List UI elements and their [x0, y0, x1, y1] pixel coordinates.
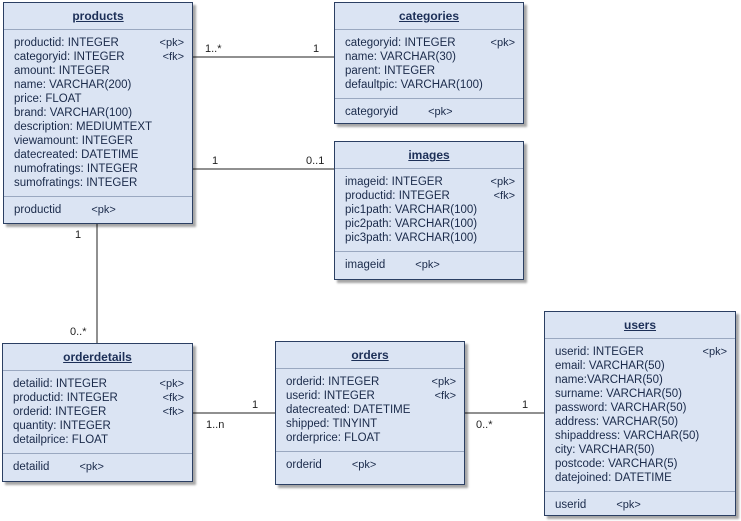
attribute-row: password: VARCHAR(50): [555, 402, 687, 414]
attribute-row: userid: INTEGER<pk>: [555, 346, 727, 358]
cardinality-orderdetails-orders-to: 1: [252, 399, 259, 411]
attribute-row: orderprice: FLOAT: [286, 432, 381, 444]
cardinality-products-categories-to: 1: [313, 43, 320, 55]
attribute-row: amount: INTEGER: [14, 65, 110, 77]
attribute-row: categoryid: INTEGER<pk>: [345, 37, 515, 49]
attribute-row: city: VARCHAR(50): [555, 444, 655, 456]
attribute-row: datejoined: DATETIME: [555, 472, 672, 484]
attribute-row: postcode: VARCHAR(5): [555, 458, 678, 470]
attribute-row: shipped: TINYINT: [286, 418, 378, 430]
cardinality-orders-users-to: 1: [522, 399, 529, 411]
attribute-list: categoryid: INTEGER<pk> name: VARCHAR(30…: [335, 30, 523, 99]
attribute-row: pic2path: VARCHAR(100): [345, 218, 478, 230]
attribute-row: defaultpic: VARCHAR(100): [345, 79, 483, 91]
attribute-list: detailid: INTEGER<pk> productid: INTEGER…: [3, 371, 192, 454]
entity-key-footer: productid<pk>: [14, 204, 116, 216]
attribute-row: parent: INTEGER: [345, 65, 436, 77]
entity-images[interactable]: images imageid: INTEGER<pk> productid: I…: [334, 141, 524, 280]
attribute-row: datecreated: DATETIME: [14, 149, 139, 161]
entity-key-footer: categoryid<pk>: [345, 106, 453, 118]
attribute-row: pic3path: VARCHAR(100): [345, 232, 478, 244]
cardinality-products-orderdetails-from: 1: [75, 229, 82, 241]
attribute-row: orderid: INTEGER<fk>: [13, 406, 184, 418]
entity-orderdetails[interactable]: orderdetails detailid: INTEGER<pk> produ…: [2, 343, 193, 482]
attribute-row: quantity: INTEGER: [13, 420, 111, 432]
entity-users[interactable]: users userid: INTEGER<pk> email: VARCHAR…: [544, 311, 736, 516]
entity-title: images: [335, 142, 523, 169]
attribute-row: name: VARCHAR(30): [345, 51, 456, 63]
entity-products[interactable]: products productid: INTEGER<pk> category…: [3, 2, 193, 224]
attribute-row: sumofratings: INTEGER: [14, 177, 138, 189]
attribute-row: userid: INTEGER<fk>: [286, 390, 456, 402]
attribute-row: pic1path: VARCHAR(100): [345, 204, 478, 216]
attribute-row: name:VARCHAR(50): [555, 374, 663, 386]
entity-title: orders: [276, 342, 464, 369]
cardinality-products-categories-from: 1..*: [205, 43, 222, 55]
entity-key-footer: userid<pk>: [555, 499, 641, 511]
entity-orders[interactable]: orders orderid: INTEGER<pk> userid: INTE…: [275, 341, 465, 485]
attribute-row: productid: INTEGER<fk>: [13, 392, 184, 404]
entity-title: users: [545, 312, 735, 339]
cardinality-products-images-from: 1: [212, 155, 219, 167]
attribute-row: address: VARCHAR(50): [555, 416, 679, 428]
attribute-list: imageid: INTEGER<pk> productid: INTEGER<…: [335, 169, 523, 252]
entity-key-footer: detailid<pk>: [13, 461, 104, 473]
attribute-row: shipaddress: VARCHAR(50): [555, 430, 700, 442]
entity-title: products: [4, 3, 192, 30]
attribute-row: detailprice: FLOAT: [13, 434, 109, 446]
attribute-row: productid: INTEGER<fk>: [345, 190, 515, 202]
attribute-row: description: MEDIUMTEXT: [14, 121, 153, 133]
attribute-row: viewamount: INTEGER: [14, 135, 133, 147]
attribute-row: price: FLOAT: [14, 93, 82, 105]
attribute-row: name: VARCHAR(200): [14, 79, 132, 91]
attribute-list: orderid: INTEGER<pk> userid: INTEGER<fk>…: [276, 369, 464, 452]
attribute-row: brand: VARCHAR(100): [14, 107, 133, 119]
attribute-row: categoryid: INTEGER<fk>: [14, 51, 184, 63]
attribute-list: userid: INTEGER<pk> email: VARCHAR(50) n…: [545, 339, 735, 492]
attribute-row: surname: VARCHAR(50): [555, 388, 682, 400]
cardinality-orders-users-from: 0..*: [476, 419, 493, 431]
attribute-row: email: VARCHAR(50): [555, 360, 665, 372]
attribute-row: datecreated: DATETIME: [286, 404, 411, 416]
entity-title: orderdetails: [3, 344, 192, 371]
attribute-row: imageid: INTEGER<pk>: [345, 176, 515, 188]
entity-key-footer: imageid<pk>: [345, 259, 440, 271]
attribute-row: productid: INTEGER<pk>: [14, 37, 184, 49]
attribute-row: numofratings: INTEGER: [14, 163, 138, 175]
attribute-row: detailid: INTEGER<pk>: [13, 378, 184, 390]
cardinality-products-orderdetails-to: 0..*: [70, 326, 87, 338]
cardinality-orderdetails-orders-from: 1..n: [206, 419, 225, 431]
attribute-list: productid: INTEGER<pk> categoryid: INTEG…: [4, 30, 192, 197]
entity-categories[interactable]: categories categoryid: INTEGER<pk> name:…: [334, 2, 524, 124]
entity-key-footer: orderid<pk>: [286, 459, 377, 471]
attribute-row: orderid: INTEGER<pk>: [286, 376, 456, 388]
cardinality-products-images-to: 0..1: [306, 155, 325, 167]
entity-title: categories: [335, 3, 523, 30]
